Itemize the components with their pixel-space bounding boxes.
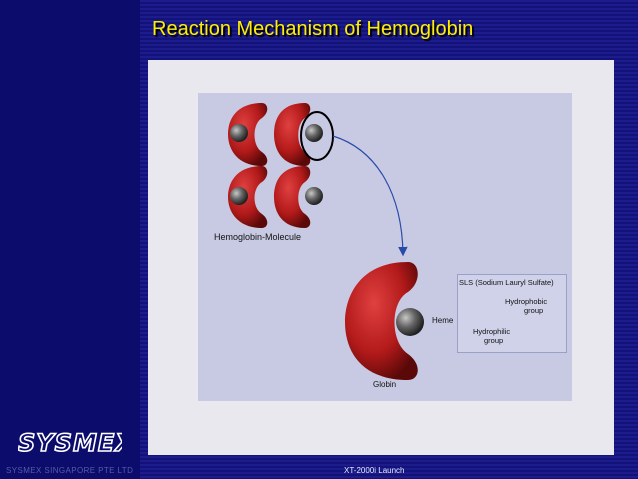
globin-label: Globin [373, 380, 397, 389]
sls-legend-box [457, 274, 567, 353]
hydrophilic-label-line1: Hydrophilic [473, 327, 511, 336]
heme-group-bottom-left [230, 187, 248, 205]
slide-title: Reaction Mechanism of Hemoglobin [152, 18, 474, 40]
sysmex-logo: SYSMEX [17, 428, 135, 461]
left-sidebar [0, 0, 140, 479]
heme-large [396, 308, 424, 336]
hydrophobic-label-line2: group [524, 306, 544, 315]
sls-title: SLS (Sodium Lauryl Sulfate) [459, 278, 554, 287]
hydrophobic-label-line1: Hydrophobic [505, 297, 548, 306]
connector-arrow [332, 135, 408, 257]
heme-group-bottom-right [305, 187, 323, 205]
heme-group-top-right [305, 124, 323, 142]
globin-subunit-bottom-right [274, 166, 311, 228]
globin-subunit-top-right [274, 103, 311, 166]
hemoglobin-molecule-label: Hemoglobin-Molecule [214, 232, 302, 242]
company-name: SYSMEX SINGAPORE PTE LTD [6, 466, 134, 475]
heme-group-top-left [230, 124, 248, 142]
footer-text: XT-2000i Launch [344, 466, 405, 475]
svg-text:SYSMEX: SYSMEX [18, 430, 122, 456]
heme-label: Heme [432, 316, 454, 325]
globin-large [345, 262, 418, 380]
hydrophilic-label-line2: group [484, 336, 504, 345]
